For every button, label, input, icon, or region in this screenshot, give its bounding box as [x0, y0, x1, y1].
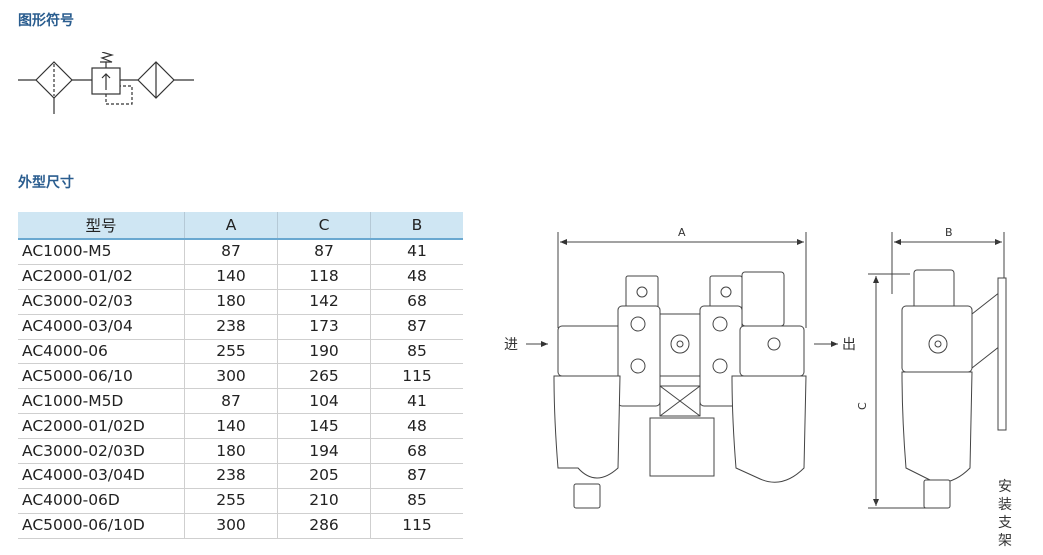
b-cell: 115: [370, 363, 463, 390]
c-cell: 118: [277, 264, 371, 290]
b-cell: 87: [370, 314, 463, 340]
dimension-b-line: [891, 232, 1005, 294]
inlet-label: 进: [504, 337, 518, 353]
c-cell: 190: [277, 339, 371, 365]
a-cell: 238: [184, 314, 278, 340]
filter-symbol: [18, 61, 92, 114]
model-cell: AC2000-01/02D: [18, 413, 185, 440]
c-cell: 173: [277, 314, 371, 340]
c-cell: 104: [277, 388, 371, 415]
pneumatic-symbol-diagram: [18, 52, 194, 114]
a-cell: 255: [184, 339, 278, 365]
b-cell: 68: [370, 289, 463, 315]
b-cell: 68: [370, 438, 463, 465]
outlet-label: 出: [842, 337, 856, 353]
b-cell: 87: [370, 463, 463, 489]
dimension-b-label: B: [945, 226, 953, 239]
b-cell: 41: [370, 239, 463, 265]
a-cell: 300: [184, 363, 278, 390]
a-cell: 180: [184, 289, 278, 315]
b-cell: 41: [370, 388, 463, 415]
c-cell: 194: [277, 438, 371, 465]
b-cell: 48: [370, 413, 463, 440]
dimension-c-label: C: [856, 402, 869, 410]
model-cell: AC3000-02/03: [18, 289, 185, 315]
model-cell: AC1000-M5: [18, 239, 185, 265]
column-header-b: B: [370, 212, 463, 240]
model-cell: AC4000-06D: [18, 488, 185, 514]
c-cell: 145: [277, 413, 371, 440]
a-cell: 300: [184, 513, 278, 539]
dimension-section-title: 外型尺寸: [18, 175, 74, 191]
b-cell: 115: [370, 513, 463, 539]
model-cell: AC5000-06/10: [18, 363, 185, 390]
c-cell: 265: [277, 363, 371, 390]
front-view: [553, 271, 807, 509]
a-cell: 180: [184, 438, 278, 465]
model-cell: AC2000-01/02: [18, 264, 185, 290]
b-cell: 48: [370, 264, 463, 290]
dimension-drawing: A B C 进 出: [504, 226, 1007, 509]
b-cell: 85: [370, 488, 463, 514]
dimension-a-line: [557, 232, 807, 328]
lubricator-symbol: [137, 61, 194, 99]
a-cell: 87: [184, 388, 278, 415]
mounting-bracket-label: 安装支架: [998, 479, 1012, 549]
model-cell: AC4000-03/04D: [18, 463, 185, 489]
side-view: [901, 269, 1007, 509]
a-cell: 140: [184, 264, 278, 290]
model-cell: AC1000-M5D: [18, 388, 185, 415]
c-cell: 210: [277, 488, 371, 514]
dimension-a-label: A: [678, 226, 686, 239]
model-cell: AC5000-06/10D: [18, 513, 185, 539]
a-cell: 87: [184, 239, 278, 265]
model-cell: AC4000-06: [18, 339, 185, 365]
c-cell: 87: [277, 239, 371, 265]
regulator-symbol: [91, 52, 138, 105]
table-header-row: 型号 A C B: [18, 212, 463, 240]
column-header-model: 型号: [18, 212, 185, 240]
c-cell: 142: [277, 289, 371, 315]
a-cell: 140: [184, 413, 278, 440]
b-cell: 85: [370, 339, 463, 365]
c-cell: 286: [277, 513, 371, 539]
a-cell: 255: [184, 488, 278, 514]
symbol-section-title: 图形符号: [18, 13, 74, 29]
model-cell: AC3000-02/03D: [18, 438, 185, 465]
dimension-c-line: [868, 273, 930, 509]
model-cell: AC4000-03/04: [18, 314, 185, 340]
a-cell: 238: [184, 463, 278, 489]
column-header-a: A: [184, 212, 278, 240]
column-header-c: C: [277, 212, 371, 240]
c-cell: 205: [277, 463, 371, 489]
